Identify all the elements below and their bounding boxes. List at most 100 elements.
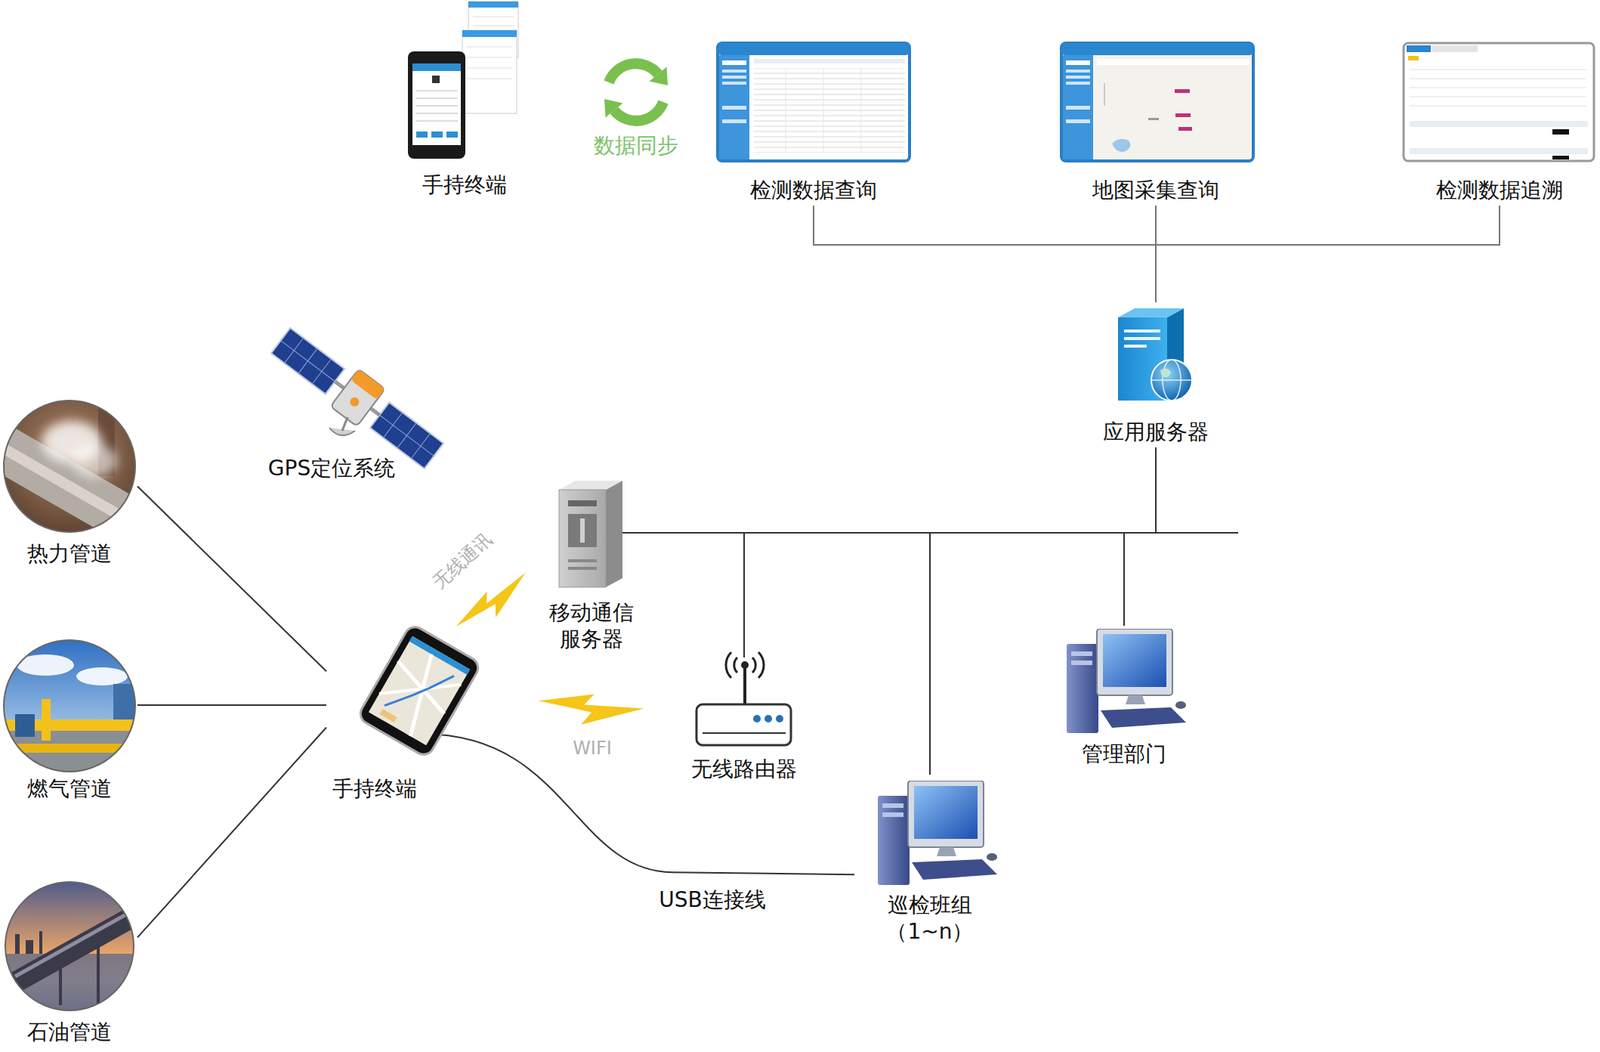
screenshot-map-part bbox=[1062, 55, 1094, 160]
usb-cable bbox=[423, 733, 855, 875]
handheld-terminal: 手持终端 bbox=[326, 619, 424, 804]
tablet-icon-part bbox=[379, 708, 398, 723]
phone-icon-part bbox=[407, 51, 466, 159]
wifi-label: WIFI bbox=[572, 737, 612, 759]
gas-pipe-photo-part-part bbox=[15, 713, 35, 737]
gps-satellite-icon-part bbox=[267, 321, 449, 474]
screenshot-map-part bbox=[1065, 119, 1091, 124]
sync-arrows-part bbox=[604, 98, 624, 118]
oil-pipe-photo-part-part bbox=[15, 904, 144, 977]
gps-satellite-icon-part-part bbox=[281, 340, 336, 382]
comm-server-icon-part bbox=[568, 559, 597, 563]
connector-line bbox=[137, 486, 327, 672]
connector-line bbox=[640, 532, 1125, 626]
gps-satellite-icon-part-part bbox=[370, 407, 380, 415]
sync-arrows-part bbox=[608, 63, 658, 83]
oil-pipe-photo-part bbox=[5, 881, 134, 1011]
app-server-icon-part bbox=[1124, 329, 1161, 333]
gps-system: GPS定位系统 bbox=[233, 336, 430, 484]
app-screenshots-part bbox=[468, 1, 519, 8]
tablet-icon-part bbox=[356, 623, 482, 759]
gas-pipe-photo-part-part bbox=[0, 743, 140, 753]
patrol-team: 巡检班组 （1~n） bbox=[854, 774, 1006, 947]
connector-line bbox=[1155, 205, 1500, 303]
router-icon-part bbox=[753, 714, 761, 723]
node-label: 检测数据追溯 bbox=[1436, 176, 1563, 204]
comm-server-icon-part bbox=[580, 518, 585, 543]
node-label: 手持终端 bbox=[332, 775, 417, 802]
screenshot-map-part bbox=[1096, 58, 1250, 65]
oil-pipe-photo-part-part bbox=[58, 957, 62, 1005]
app-server-icon-part bbox=[1124, 344, 1147, 348]
gps-satellite-icon-part-part bbox=[330, 368, 385, 427]
gas-pipe-photo bbox=[0, 638, 140, 775]
screenshot-form-part bbox=[1432, 45, 1478, 53]
map-screen: 地图采集查询 bbox=[1053, 37, 1259, 206]
node-label: 移动通信 服务器 bbox=[546, 599, 637, 652]
router-icon-part bbox=[725, 651, 732, 678]
pipeline-circle: 石油管道 bbox=[1, 877, 138, 1048]
comm-server-icon-part bbox=[568, 566, 597, 570]
management-pc-icon bbox=[1066, 628, 1187, 733]
phone-icon-part bbox=[446, 131, 458, 138]
wifi-bolt bbox=[535, 681, 645, 739]
screenshot-map-part bbox=[1065, 60, 1091, 65]
router-icon-part bbox=[741, 661, 749, 669]
app-screenshots-part bbox=[462, 30, 517, 114]
connector-line bbox=[640, 532, 930, 775]
gps-satellite-icon-part-part bbox=[350, 368, 386, 400]
app-server-icon-part bbox=[1151, 359, 1193, 401]
app-screenshots bbox=[462, 1, 519, 114]
screenshot-table bbox=[717, 43, 910, 161]
node-label: 地图采集查询 bbox=[1092, 176, 1220, 204]
tablet-icon bbox=[356, 623, 482, 759]
phone-icon-part bbox=[432, 75, 440, 84]
screenshot-map-part bbox=[1061, 43, 1254, 161]
app-server-icon-part bbox=[1124, 336, 1161, 340]
sync-label: 数据同步 bbox=[593, 131, 679, 161]
trace-screen: 检测数据追溯 bbox=[1403, 37, 1596, 206]
gas-pipe-photo-part-part bbox=[0, 638, 140, 775]
screenshot-map-part bbox=[1103, 83, 1106, 106]
tablet-icon-part bbox=[368, 636, 470, 745]
app-screenshots-part bbox=[466, 67, 513, 69]
screenshot-table-part bbox=[753, 58, 906, 64]
app-server-icon-part bbox=[1118, 308, 1184, 318]
screenshot-form-part bbox=[1409, 105, 1587, 107]
sync-arrows-part bbox=[649, 66, 669, 86]
screenshot-map-part bbox=[1148, 117, 1159, 121]
gas-pipe-photo-part bbox=[3, 639, 136, 772]
screenshot-form-part bbox=[1409, 120, 1588, 127]
connector-line bbox=[813, 205, 1156, 303]
tablet-icon-part bbox=[390, 654, 451, 737]
screenshot-map-part bbox=[1174, 89, 1190, 93]
screenshot-form-part bbox=[1403, 43, 1594, 161]
router-icon-part bbox=[702, 732, 786, 734]
node-label: 检测数据查询 bbox=[750, 176, 878, 204]
app-screenshots-part bbox=[472, 16, 514, 18]
wireless-bolt bbox=[447, 571, 538, 637]
heat-pipe-photo-part bbox=[3, 400, 136, 532]
comm-server-icon-part bbox=[568, 513, 597, 547]
comm-server: 移动通信 服务器 bbox=[542, 474, 641, 655]
screenshot-form-part bbox=[1408, 55, 1419, 61]
oil-pipe-photo-part bbox=[0, 880, 144, 1014]
node-label: 无线路由器 bbox=[691, 755, 797, 782]
app-server-icon-part bbox=[1151, 379, 1193, 381]
screenshot-table-part bbox=[722, 75, 747, 79]
node-label: GPS定位系统 bbox=[268, 454, 396, 482]
router-icon-part bbox=[696, 704, 791, 745]
heat-pipe-photo-part bbox=[0, 396, 144, 537]
patrol-pc-icon bbox=[877, 780, 998, 885]
node-label: 管理部门 bbox=[1081, 740, 1167, 767]
app-screenshots-part bbox=[472, 25, 514, 27]
oil-pipe-photo-part-part bbox=[39, 930, 43, 954]
screenshot-form-part bbox=[1409, 69, 1587, 71]
phone-icon-part bbox=[415, 113, 458, 115]
app-server: 应用服务器 bbox=[1087, 302, 1224, 448]
wireless-router: 无线路由器 bbox=[679, 657, 809, 785]
screenshot-form-part bbox=[1409, 87, 1587, 89]
connector-line bbox=[640, 532, 745, 658]
phone-icon-part bbox=[415, 105, 458, 107]
oil-pipe-photo-part-part bbox=[15, 910, 144, 983]
